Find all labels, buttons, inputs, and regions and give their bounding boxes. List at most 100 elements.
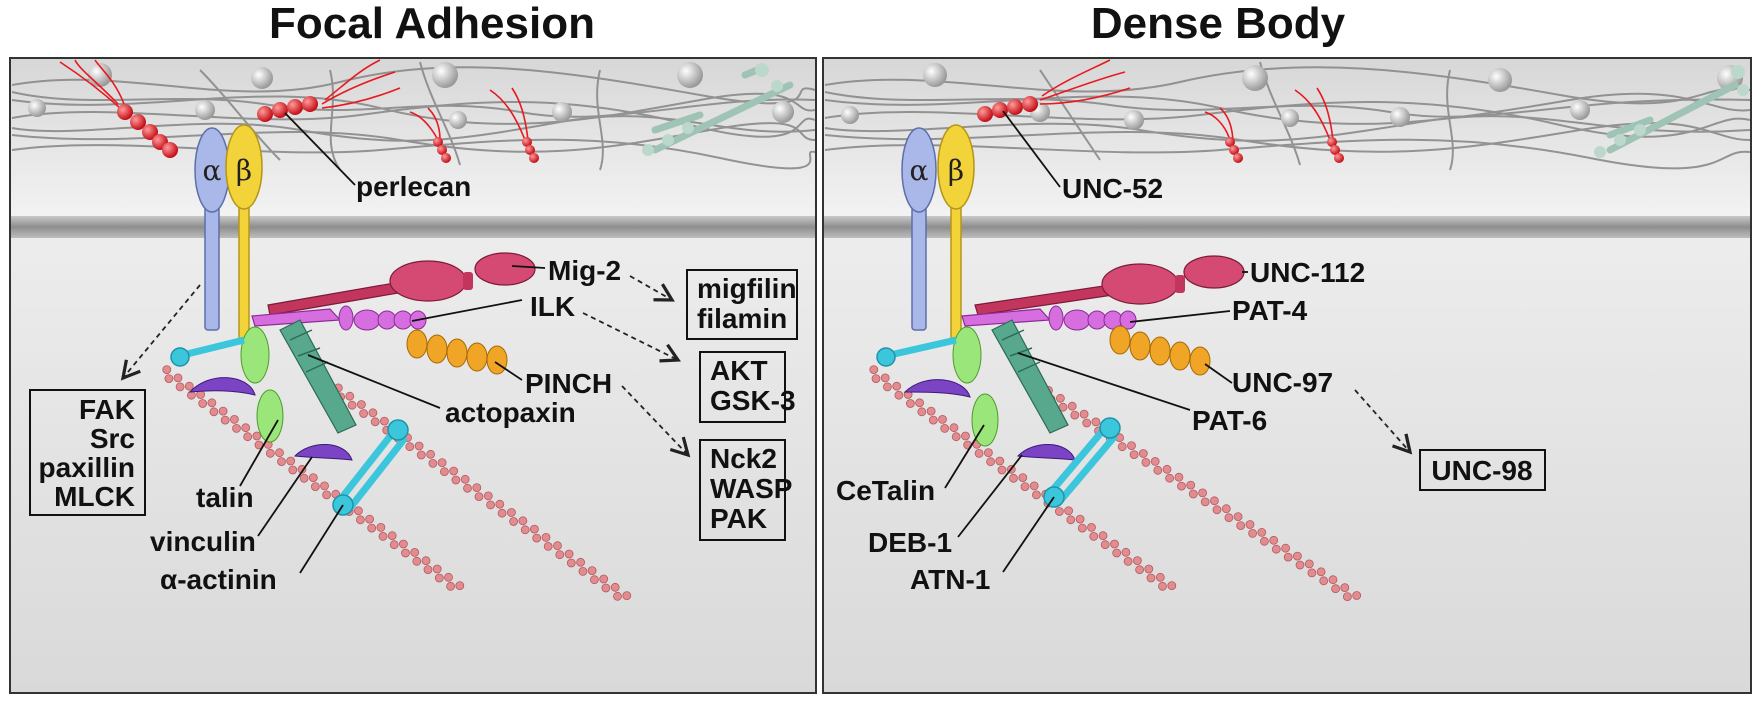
actin-subunit bbox=[1098, 531, 1108, 541]
vinculin-protein bbox=[188, 377, 353, 461]
deb1-protein bbox=[903, 379, 1076, 461]
actin-subunit bbox=[1283, 552, 1293, 562]
actin-subunit bbox=[308, 473, 318, 483]
panel-focal-adhesion: Focal Adhesion bbox=[9, 0, 817, 694]
actin-subunit bbox=[186, 390, 196, 400]
actin-subunit bbox=[601, 583, 611, 593]
actin-subunit bbox=[1009, 473, 1018, 483]
actin-subunit bbox=[398, 539, 408, 549]
box-mig2-targets-item: migfilin bbox=[697, 273, 797, 304]
actin-subunit bbox=[906, 399, 915, 408]
actin-subunit bbox=[412, 556, 422, 566]
panel-title: Dense Body bbox=[1091, 0, 1346, 48]
actin-subunit bbox=[164, 374, 174, 384]
actin-subunit bbox=[288, 465, 298, 475]
actin-subunit bbox=[1319, 576, 1329, 586]
actin-subunit bbox=[232, 423, 241, 433]
actin-subunit bbox=[359, 409, 369, 418]
actin-subunit bbox=[1123, 557, 1133, 566]
signaling-arrows bbox=[1354, 389, 1413, 455]
actin-subunit bbox=[320, 481, 329, 491]
actin-subunit bbox=[578, 567, 588, 576]
actin-subunit bbox=[379, 416, 389, 426]
actin-subunit bbox=[387, 531, 397, 541]
pinch-protein bbox=[406, 329, 508, 375]
actin-subunit bbox=[355, 515, 365, 525]
actin-subunit bbox=[949, 423, 959, 433]
actin-subunit bbox=[1245, 520, 1255, 529]
actin-subunit bbox=[437, 458, 447, 468]
actin-subunit bbox=[474, 492, 484, 502]
alpha-integrin-label: α bbox=[910, 154, 929, 187]
actin-subunit bbox=[432, 564, 442, 574]
box-unc98-item: UNC-98 bbox=[1431, 455, 1532, 486]
cell-membrane bbox=[11, 216, 815, 238]
label-pinch: PINCH bbox=[525, 368, 612, 399]
actin-subunit bbox=[446, 581, 456, 591]
actin-subunit bbox=[1343, 592, 1352, 601]
actin-subunit bbox=[1110, 539, 1119, 549]
actin-subunit bbox=[871, 374, 881, 384]
actin-filament bbox=[869, 365, 1362, 601]
actin-subunit bbox=[198, 399, 208, 408]
alpha-integrin-label: α bbox=[203, 154, 222, 187]
actin-subunit bbox=[1158, 581, 1167, 591]
actin-subunit bbox=[566, 558, 576, 568]
actin-subunit bbox=[1138, 449, 1148, 458]
actin-subunit bbox=[405, 442, 415, 452]
panel-dense-body: Dense Body bbox=[822, 0, 1752, 694]
label-unc112: UNC-112 bbox=[1250, 257, 1365, 288]
actin-subunit bbox=[220, 415, 230, 425]
actin-subunit bbox=[1186, 480, 1196, 490]
actin-subunit bbox=[1271, 544, 1281, 554]
actin-subunit bbox=[241, 423, 251, 433]
actin-subunit bbox=[1082, 418, 1092, 428]
talin-protein bbox=[240, 326, 284, 443]
actin-subunit bbox=[1070, 410, 1080, 420]
label-actopaxin: actopaxin bbox=[445, 397, 576, 428]
actin-subunit bbox=[599, 574, 609, 584]
actin-subunit bbox=[518, 516, 528, 526]
actin-subunit bbox=[1066, 515, 1076, 525]
actin-subunit bbox=[1089, 532, 1099, 541]
actin-subunit bbox=[1079, 409, 1089, 419]
actin-subunit bbox=[184, 381, 194, 391]
actin-subunit bbox=[175, 382, 185, 392]
actin-subunit bbox=[229, 414, 239, 424]
actin-subunit bbox=[543, 542, 553, 551]
label-deb1: DEB-1 bbox=[868, 527, 952, 558]
actin-subunit bbox=[917, 407, 927, 417]
label-unc52: UNC-52 bbox=[1062, 173, 1163, 204]
actin-subunit bbox=[434, 573, 444, 583]
actin-subunit bbox=[1304, 559, 1314, 569]
beta-integrin-label: β bbox=[948, 154, 964, 187]
actin-subunit bbox=[928, 415, 938, 425]
actin-subunit bbox=[495, 499, 505, 509]
actin-subunit bbox=[1146, 573, 1156, 583]
box-signaling-item: FAK bbox=[79, 394, 135, 425]
box-unc98: UNC-98 bbox=[1419, 449, 1546, 491]
actin-subunit bbox=[376, 523, 386, 532]
ecm-fiber-network bbox=[824, 61, 1751, 171]
actin-subunit bbox=[486, 500, 496, 510]
alpha-actinin-protein bbox=[170, 336, 409, 516]
actin-subunit bbox=[209, 407, 219, 417]
leader-lines bbox=[944, 110, 1248, 573]
actin-subunit bbox=[1064, 506, 1073, 516]
box-ilk-targets-item: AKT bbox=[710, 355, 768, 386]
actin-subunit bbox=[368, 408, 378, 418]
label-talin: talin bbox=[196, 482, 254, 513]
actin-subunit bbox=[365, 514, 375, 524]
actin-subunit bbox=[1127, 441, 1136, 451]
actin-subunit bbox=[1340, 583, 1350, 592]
actin-subunit bbox=[869, 365, 879, 375]
actin-subunit bbox=[1236, 521, 1246, 530]
actin-subunit bbox=[1121, 547, 1131, 557]
actin-subunit bbox=[1198, 488, 1207, 498]
ecm-globule bbox=[28, 62, 794, 129]
actin-subunit bbox=[1352, 591, 1362, 600]
actin-subunit bbox=[553, 541, 562, 551]
actin-subunit bbox=[1221, 504, 1231, 514]
actin-subunit bbox=[915, 398, 924, 408]
actin-subunit bbox=[356, 400, 366, 409]
